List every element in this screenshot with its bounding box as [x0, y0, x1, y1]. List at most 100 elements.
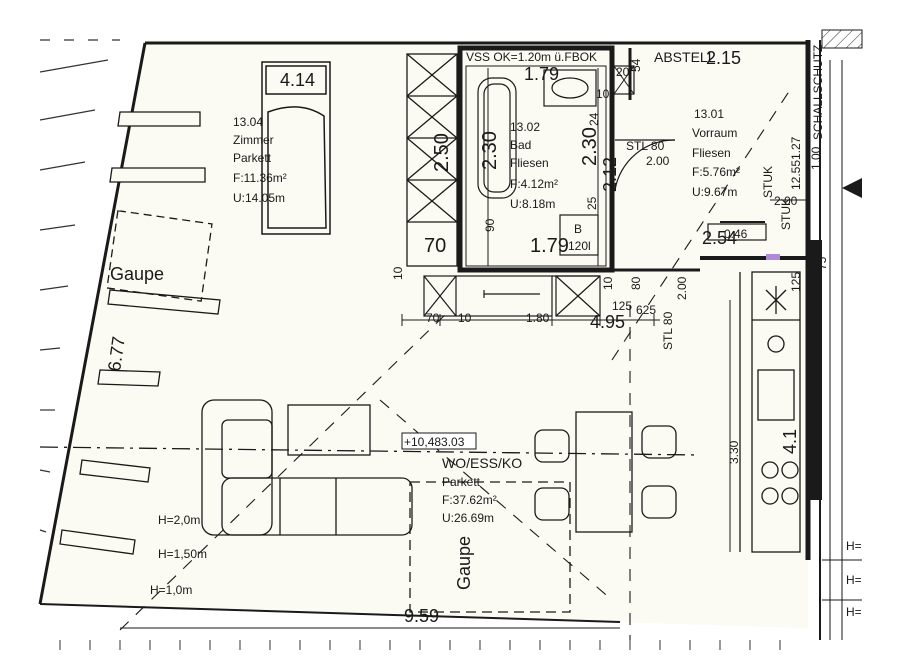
dim-125-right: 125 [789, 272, 803, 292]
height-1-5m: H=1,50m [158, 547, 207, 561]
vorraum-perimeter: U:9.67m [692, 185, 737, 199]
dim-90: 90 [483, 218, 497, 232]
height-2m: H=2,0m [158, 513, 200, 527]
dim-bottom-70: 70 [426, 311, 440, 325]
dim-bottom-125: 125 [612, 299, 632, 313]
bottom-ticks [59, 640, 781, 650]
vss-label: VSS OK=1.20m ü.FBOK [466, 50, 597, 64]
right-side-lines [822, 60, 862, 640]
zimmer-floor: Parkett [233, 151, 272, 165]
vorraum-door [614, 139, 676, 191]
wohnen-floor: Parkett [442, 475, 481, 489]
elevation-box [401, 432, 477, 450]
kitchen-counter [739, 271, 801, 553]
right-wall-strip [808, 240, 822, 500]
dim-2-00-right: 2.00 [774, 194, 798, 208]
gaupe-bottom-label: Gaupe [454, 536, 474, 590]
height-right-3: H= [846, 605, 862, 619]
zimmer-area: F:11.36m² [233, 171, 287, 185]
knee-wall-strips [59, 111, 221, 555]
dim-10-right: 10 [601, 276, 615, 290]
dimension-lines [120, 68, 808, 629]
right-wall-hatch [821, 29, 863, 49]
dim-80: 80 [629, 276, 643, 290]
dim-abstell-top: 2.15 [706, 48, 741, 68]
dim-abstell-20: 20 [616, 65, 630, 79]
dim-24: 24 [587, 112, 601, 126]
stuk-value-2: 1.00 [809, 146, 823, 170]
dim-bottom-180: 1.80 [526, 311, 550, 325]
bad-perimeter: U:8.18m [510, 197, 555, 211]
zimmer-number: 13.04 [233, 115, 263, 129]
coffee-table [287, 404, 371, 456]
stuk-value: 12.55 [789, 160, 803, 190]
dining-set [534, 411, 677, 533]
height-1m: H=1,0m [150, 583, 192, 597]
schallschutz-label: SCHALLSCHUTZ [811, 45, 825, 140]
wohnen-perimeter: U:26.69m [442, 511, 494, 525]
boiler-size: 120l [568, 239, 591, 253]
dim-70-upper: 70 [424, 235, 446, 257]
dim-zimmer-250: 2.50 [431, 133, 453, 172]
dim-bottom-625: 625 [636, 303, 656, 317]
abstell-walls [609, 48, 635, 270]
height-right-1: H= [846, 539, 862, 553]
dim-bottom-495: 4.95 [590, 312, 625, 332]
dim-25: 25 [585, 196, 599, 210]
stl-top-label: STL 80 [626, 139, 665, 153]
dim-bed-top: 4.14 [280, 70, 315, 90]
zimmer-perimeter: U:14.05m [233, 191, 285, 205]
bad-area: F:4.12m² [510, 177, 558, 191]
bath-sink [543, 69, 597, 107]
wohnen-area: F:37.62m² [442, 493, 497, 507]
stl-bottom-height: 2.00 [675, 276, 689, 300]
dim-bottom-10: 10 [458, 311, 472, 325]
vorraum-name: Vorraum [692, 126, 737, 140]
dim-1-27: 1.27 [789, 136, 803, 160]
stuk-side: STUK [761, 166, 775, 198]
bad-name: Bad [510, 138, 531, 152]
dim-bad-left: 2.30 [479, 131, 501, 170]
purple-marker [766, 254, 780, 260]
vorraum-area: F:5.76m² [692, 165, 740, 179]
wardrobe-upper [406, 53, 458, 267]
height-right-2: H= [846, 573, 862, 587]
vorraum-floor: Fliesen [692, 146, 731, 160]
dim-right-41: 4.1 [780, 429, 800, 454]
stuk-label: STUK [779, 198, 793, 230]
gaupe-left-label: Gaupe [110, 264, 164, 284]
wardrobe-lower [423, 275, 601, 317]
boiler-label: B [574, 222, 582, 236]
dim-right-330: 3.30 [727, 440, 741, 464]
zimmer-name: Zimmer [233, 133, 274, 147]
bad-floor: Fliesen [510, 156, 549, 170]
stl-top-height: 2.00 [646, 154, 670, 168]
dim-bad-right-inner: 2.12 [600, 157, 620, 192]
wohnen-name: WO/ESS/KO [442, 455, 522, 471]
dim-75: 75 [815, 256, 829, 270]
vorraum-number: 13.01 [694, 107, 724, 121]
axis-line [39, 446, 701, 456]
dim-bad-right: 2.30 [579, 127, 601, 166]
abstell-label: ABSTELL [654, 49, 716, 65]
gaupe-bottom-box [409, 481, 571, 613]
bad-number: 13.02 [510, 120, 540, 134]
bed [261, 61, 331, 235]
dim-0-46: 0.46 [724, 227, 748, 241]
dim-bad-top: 1.79 [524, 64, 559, 84]
dim-left-677: 6.77 [104, 335, 129, 372]
bathtub [477, 77, 517, 199]
roof-slope-lines [39, 39, 120, 533]
elevation-label: +10,483.03 [404, 435, 465, 449]
dim-10-vert: 10 [391, 266, 405, 280]
dim-total-959: 9.59 [404, 606, 439, 626]
stl-bottom-label: STL 80 [661, 311, 675, 350]
dim-abstell-54: 54 [629, 58, 643, 72]
gaupe-left-box [106, 209, 213, 302]
inner-walls [460, 221, 808, 272]
dim-abstell-10: 10 [596, 87, 610, 101]
dim-bad-bottom: 1.79 [530, 235, 569, 257]
entry-arrow [842, 178, 862, 198]
dim-2-54: 2.54 [702, 228, 737, 248]
